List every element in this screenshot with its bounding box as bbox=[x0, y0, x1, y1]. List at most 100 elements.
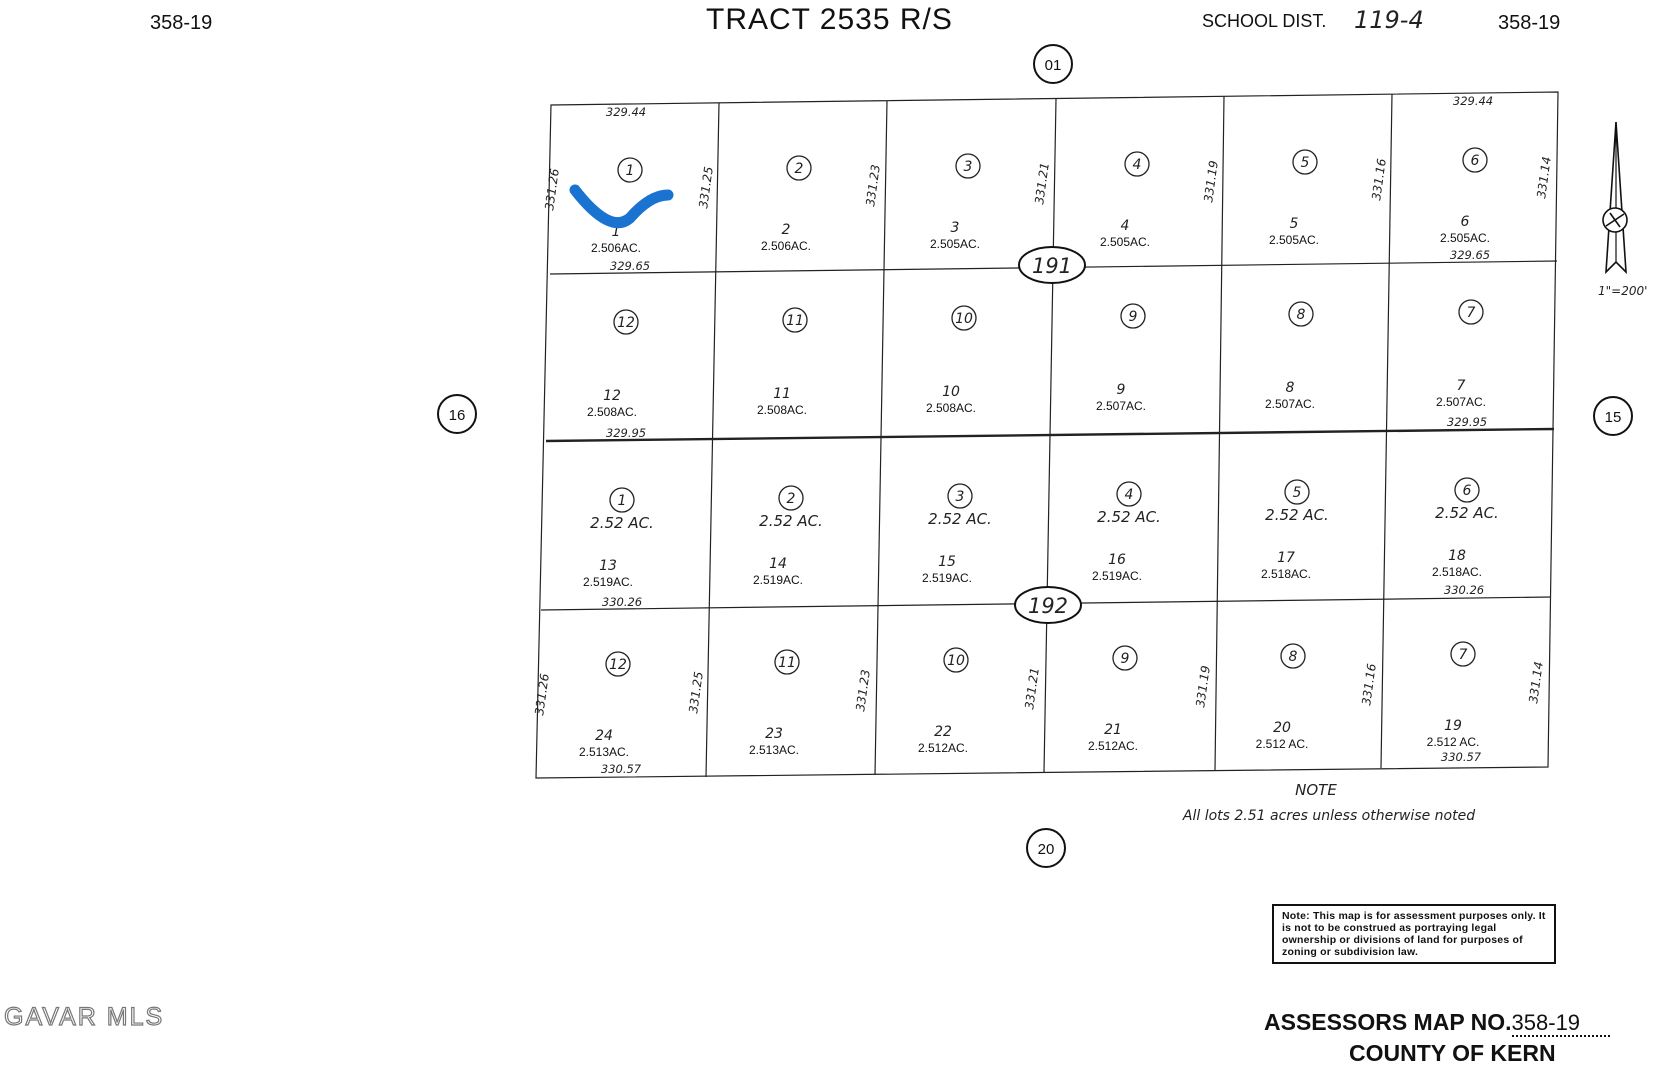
parcel-22[interactable]: 10 222.512AC. bbox=[918, 647, 969, 755]
parcel-number: 9 bbox=[1129, 309, 1138, 325]
parcel-6[interactable]: 662.505AC. bbox=[1440, 147, 1490, 245]
parcel-number: 1 bbox=[618, 493, 627, 509]
adjacent-page-right[interactable]: 15 bbox=[1593, 396, 1633, 436]
parcel-sub-acreage: 2.52 AC. bbox=[759, 512, 823, 530]
col-dimension-upper: 331.26 bbox=[542, 167, 562, 211]
col-dimension-upper: 331.16 bbox=[1369, 157, 1389, 201]
col-dimension-upper: 331.19 bbox=[1201, 160, 1221, 204]
lot-number: 20 bbox=[1273, 720, 1291, 736]
tract-boundary bbox=[535, 91, 1559, 779]
dim-bottom-left: 330.57 bbox=[601, 762, 642, 776]
dim-top-left: 329.44 bbox=[606, 105, 646, 119]
lot-acreage: 2.512 AC. bbox=[1256, 737, 1309, 751]
parcel-number-circle bbox=[1454, 477, 1480, 503]
lot-acreage: 2.518AC. bbox=[1432, 565, 1482, 579]
page-number-left: 358-19 bbox=[150, 12, 212, 34]
parcel-3[interactable]: 332.505AC. bbox=[930, 153, 981, 251]
highlight-check-mark bbox=[569, 184, 674, 228]
dim-row3-right: 330.26 bbox=[1444, 583, 1484, 597]
adjacent-page-bottom[interactable]: 20 bbox=[1026, 828, 1066, 868]
disclaimer-box: Note: This map is for assessment purpose… bbox=[1272, 904, 1556, 964]
parcel-number: 4 bbox=[1133, 157, 1142, 173]
lot-number: 4 bbox=[1121, 218, 1130, 234]
parcel-5[interactable]: 552.505AC. bbox=[1269, 149, 1319, 247]
lot-acreage: 2.505AC. bbox=[1100, 235, 1150, 249]
lot-number: 22 bbox=[934, 724, 952, 740]
dim-mid-left: 329.95 bbox=[606, 426, 646, 440]
parcel-number: 10 bbox=[947, 653, 965, 669]
parcel-number-circle bbox=[1116, 481, 1142, 507]
parcel-number-circle bbox=[609, 487, 635, 513]
parcel-8[interactable]: 882.507AC. bbox=[1265, 301, 1315, 411]
lot-acreage: 2.507AC. bbox=[1265, 397, 1315, 411]
svg-text:01: 01 bbox=[1045, 57, 1062, 74]
parcel-14[interactable]: 22.52 AC.142.519AC. bbox=[753, 485, 823, 587]
parcel-4[interactable]: 442.505AC. bbox=[1100, 151, 1150, 249]
lot-acreage: 2.519AC. bbox=[1092, 569, 1142, 583]
parcel-number: 9 bbox=[1121, 651, 1130, 667]
lot-number: 7 bbox=[1457, 378, 1466, 394]
note-title: NOTE bbox=[1295, 781, 1337, 799]
lot-acreage: 2.507AC. bbox=[1096, 399, 1146, 413]
col-dimension-lower: 331.21 bbox=[1022, 667, 1042, 711]
parcel-9[interactable]: 992.507AC. bbox=[1096, 303, 1146, 413]
parcel-16[interactable]: 42.52 AC.162.519AC. bbox=[1092, 481, 1161, 583]
parcel-17[interactable]: 52.52 AC.172.518AC. bbox=[1261, 479, 1329, 581]
lot-number: 16 bbox=[1108, 552, 1126, 568]
lot-number: 8 bbox=[1286, 380, 1295, 396]
svg-text:192: 192 bbox=[1028, 594, 1068, 618]
parcel-number-circle bbox=[1462, 147, 1488, 173]
lot-number: 24 bbox=[595, 728, 613, 744]
parcel-number: 8 bbox=[1289, 649, 1298, 665]
col-dimension-upper: 331.14 bbox=[1534, 156, 1554, 200]
parcel-15[interactable]: 32.52 AC.152.519AC. bbox=[922, 483, 992, 585]
lot-number: 14 bbox=[769, 556, 787, 572]
lot-acreage: 2.508AC. bbox=[926, 401, 976, 415]
lot-number: 6 bbox=[1461, 214, 1470, 230]
parcel-number: 6 bbox=[1463, 483, 1472, 499]
parcel-number: 12 bbox=[617, 315, 635, 331]
tract-title: TRACT 2535 R/S bbox=[706, 3, 953, 36]
dim-row3-left: 330.26 bbox=[602, 595, 642, 609]
lot-number: 23 bbox=[765, 726, 783, 742]
parcel-7[interactable]: 772.507AC. bbox=[1436, 299, 1486, 409]
parcel-number-circle bbox=[955, 153, 981, 179]
parcel-20[interactable]: 8 202.512 AC. bbox=[1256, 643, 1309, 751]
lot-acreage: 2.519AC. bbox=[583, 575, 633, 589]
parcel-number-circle bbox=[605, 651, 631, 677]
parcel-number: 2 bbox=[795, 161, 804, 177]
adjacent-page-left[interactable]: 16 bbox=[437, 394, 477, 434]
grid-col-5 bbox=[1380, 93, 1393, 769]
lot-acreage: 2.513AC. bbox=[579, 745, 629, 759]
parcel-number-circle bbox=[774, 649, 800, 675]
parcel-sub-acreage: 2.52 AC. bbox=[1097, 508, 1161, 526]
column-dimensions: 331.26331.26331.25331.25331.23331.23331.… bbox=[532, 156, 1554, 717]
lot-acreage: 2.512AC. bbox=[918, 741, 968, 755]
parcel-number: 10 bbox=[955, 311, 973, 327]
parcel-number: 7 bbox=[1467, 305, 1476, 321]
lot-number: 1 bbox=[612, 224, 621, 240]
school-district-label: SCHOOL DIST. bbox=[1202, 11, 1326, 31]
parcel-18[interactable]: 62.52 AC.182.518AC. bbox=[1432, 477, 1499, 579]
svg-text:15: 15 bbox=[1605, 409, 1622, 426]
lot-acreage: 2.505AC. bbox=[1269, 233, 1319, 247]
col-dimension-upper: 331.25 bbox=[696, 166, 716, 210]
block-label-191: 191 bbox=[1018, 246, 1086, 284]
adjacent-page-top[interactable]: 01 bbox=[1033, 44, 1073, 84]
school-district-value: 119-4 bbox=[1354, 6, 1424, 34]
parcel-13[interactable]: 12.52 AC.132.519AC. bbox=[583, 487, 654, 589]
parcel-number-circle bbox=[951, 305, 977, 331]
lot-acreage: 2.512 AC. bbox=[1427, 735, 1480, 749]
parcel-1[interactable]: 112.506AC. bbox=[591, 157, 643, 255]
col-dimension-lower: 331.16 bbox=[1359, 662, 1379, 706]
parcel-2[interactable]: 222.506AC. bbox=[761, 155, 812, 253]
lot-acreage: 2.519AC. bbox=[922, 571, 972, 585]
